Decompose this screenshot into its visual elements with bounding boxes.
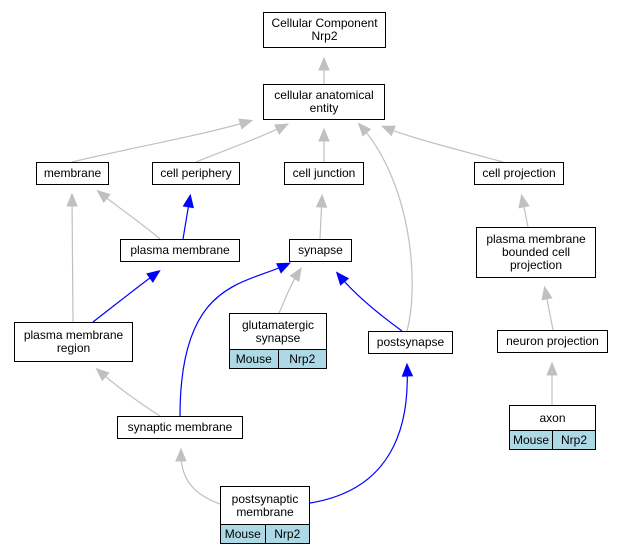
node-plasma-membrane-region[interactable]: plasma membrane region [14,322,133,362]
node-label: glutamatergic synapse [241,317,315,345]
annotation-gene: Nrp2 [552,431,595,449]
edge-arrowhead [518,193,530,209]
edge-arrowhead [182,193,194,209]
node-cell-projection[interactable]: cell projection [474,162,564,185]
edge-arrowhead [335,271,350,286]
node-synapse[interactable]: synapse [289,239,352,262]
edge-arrowhead [401,362,414,377]
node-label: Cellular Component Nrp2 [271,16,378,43]
node-label: postsynapse [376,335,445,349]
edge-arrowhead [380,125,396,137]
node-membrane[interactable]: membrane [36,162,109,185]
node-label: axon [539,410,566,425]
node-cell-periphery[interactable]: cell periphery [152,162,240,185]
edge-arrowhead [66,192,78,207]
node-neuron-projection[interactable]: neuron projection [497,330,608,353]
edge-arrowhead [318,56,330,71]
edge-arrowhead [546,361,558,376]
node-postsynaptic-membrane[interactable]: postsynaptic membrane Mouse Nrp2 [220,486,310,544]
node-label: cell junction [292,166,356,180]
node-label: postsynaptic membrane [231,491,299,519]
edge-line [359,124,413,332]
edge-arrowhead [541,285,553,301]
edge-arrowhead [95,367,110,382]
node-label: plasma membrane [130,243,230,257]
edge-line [71,195,74,323]
edge-arrowhead [274,123,289,135]
node-label: plasma membrane region [23,328,124,355]
edge-arrowhead [146,270,161,283]
node-label: neuron projection [506,334,599,348]
edge-line [92,271,159,323]
node-label: cellular anatomical entity [274,88,374,115]
node-label: plasma membrane bounded cell projection [486,232,586,272]
edge-arrowhead [238,118,254,130]
node-label: synapse [298,243,343,257]
edge-arrowhead [289,267,302,282]
node-label: cell projection [482,166,556,180]
node-label: membrane [43,166,102,180]
edge-line [383,126,504,163]
annotation-gene: Nrp2 [277,350,326,368]
node-plasma-membrane-bounded-cell-projection[interactable]: plasma membrane bounded cell projection [476,227,596,278]
edge-line [179,263,289,417]
edge-arrowhead [318,127,330,142]
annotation-row: Mouse Nrp2 [230,349,326,368]
annotation-organism: Mouse [221,525,265,543]
edge-line [195,124,287,163]
annotation-row: Mouse Nrp2 [510,430,595,449]
node-postsynapse[interactable]: postsynapse [368,331,453,354]
node-synaptic-membrane[interactable]: synaptic membrane [117,416,243,439]
edge-arrowhead [175,447,187,462]
node-label: cell periphery [160,166,232,180]
annotation-organism: Mouse [510,431,552,449]
edge-line [98,191,161,240]
node-cellular-anatomical-entity[interactable]: cellular anatomical entity [263,84,385,120]
edge-line [180,450,221,505]
edge-arrowhead [276,262,291,274]
edge-arrowhead [357,122,372,137]
node-cellular-component-nrp2[interactable]: Cellular Component Nrp2 [263,12,386,48]
edge-line [337,273,403,332]
edge-arrowhead [96,189,111,204]
edge-line [309,365,408,504]
annotation-gene: Nrp2 [264,525,309,543]
edge-line [97,369,161,417]
annotation-row: Mouse Nrp2 [221,524,309,543]
node-plasma-membrane[interactable]: plasma membrane [120,239,240,262]
edge-line [71,120,251,163]
node-glutamatergic-synapse[interactable]: glutamatergic synapse Mouse Nrp2 [229,313,327,369]
node-label: synaptic membrane [127,420,233,434]
edge-arrowhead [315,193,328,208]
annotation-organism: Mouse [230,350,278,368]
node-axon[interactable]: axon Mouse Nrp2 [509,405,596,450]
node-cell-junction[interactable]: cell junction [284,162,364,185]
